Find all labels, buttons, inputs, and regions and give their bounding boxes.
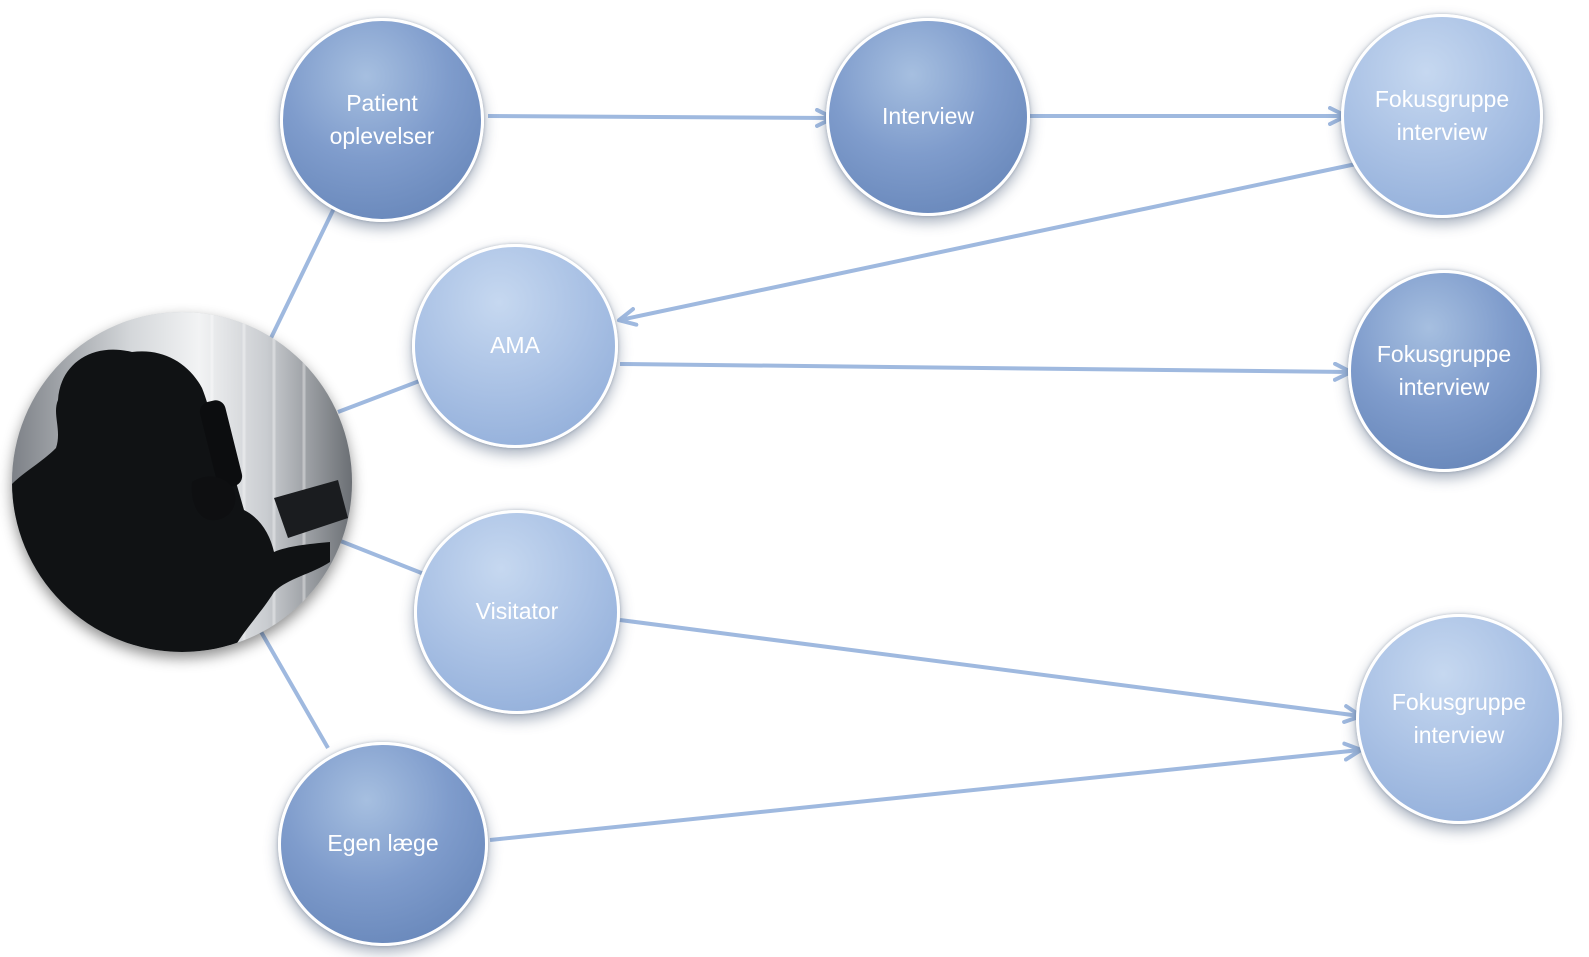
node-visitator[interactable]: Visitator — [414, 510, 620, 714]
spoke-patient — [268, 199, 340, 341]
elderly-person-photo — [12, 312, 352, 652]
arrow-patient-to-interview — [487, 107, 835, 128]
elderly-person-on-phone-silhouette-icon — [12, 312, 352, 652]
node-fokusgruppe-interview-middle[interactable]: Fokusgruppe interview — [1348, 270, 1540, 472]
spoke-visitator — [337, 538, 425, 576]
node-ama[interactable]: AMA — [412, 244, 618, 448]
arrow-visitator-to-fokus-bottom — [619, 618, 1363, 725]
arrow-ama-to-fokus-mid — [619, 361, 1353, 382]
arrow-egen-laege-to-fokus-bottom — [489, 741, 1363, 842]
node-interview[interactable]: Interview — [826, 18, 1030, 216]
node-fokusgruppe-interview-top[interactable]: Fokusgruppe interview — [1341, 14, 1543, 218]
node-patient-oplevelser[interactable]: Patient oplevelser — [280, 18, 484, 222]
arrow-fokus-top-to-ama — [617, 162, 1357, 327]
spoke-ama — [337, 378, 423, 414]
spoke-egen-laege — [258, 629, 330, 749]
node-egen-laege[interactable]: Egen læge — [278, 742, 488, 946]
node-fokusgruppe-interview-bottom[interactable]: Fokusgruppe interview — [1356, 614, 1562, 824]
